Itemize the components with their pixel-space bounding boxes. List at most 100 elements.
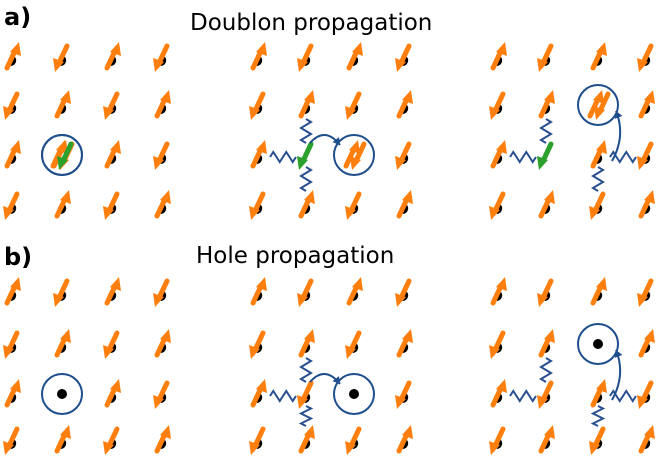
lattice-b-3	[489, 277, 655, 455]
spin-down	[153, 278, 170, 307]
hole-dot	[57, 389, 67, 399]
spin-down	[3, 330, 20, 359]
spin-up	[590, 277, 607, 306]
string-bond	[269, 389, 297, 403]
string-bond	[299, 357, 313, 383]
spin-down	[489, 91, 506, 120]
panel-a-title: Doublon propagation	[190, 10, 432, 36]
string-bond	[299, 118, 313, 144]
spin-down	[637, 141, 654, 170]
spin-down	[537, 380, 554, 409]
spin-up	[154, 425, 171, 454]
lattice-b-1	[3, 277, 171, 455]
spin-down	[345, 191, 362, 220]
spin-up	[490, 42, 507, 71]
string-bond	[509, 150, 537, 164]
string-bond	[590, 405, 606, 427]
hole-circle	[41, 373, 83, 415]
spin-down	[103, 330, 120, 359]
panel-b-letter: b)	[4, 243, 32, 271]
spin-up	[250, 277, 267, 306]
doublon-spin-down	[350, 141, 367, 170]
spin-down	[297, 380, 314, 409]
doublon-spin-up	[343, 140, 360, 169]
spin-down	[53, 278, 70, 307]
spin-up	[298, 329, 315, 358]
spin-up	[346, 277, 363, 306]
spin-down	[153, 380, 170, 409]
spin-up	[590, 140, 607, 169]
spin-up	[538, 425, 555, 454]
spin-up	[298, 190, 315, 219]
spin-up	[104, 379, 121, 408]
spin-up	[104, 277, 121, 306]
displaced-spin	[297, 141, 314, 170]
spin-up	[396, 329, 413, 358]
spin-down	[537, 43, 554, 72]
spin-down	[3, 426, 20, 455]
string-bond	[299, 166, 313, 192]
hop-arrow-head	[614, 111, 623, 119]
spin-down	[637, 380, 654, 409]
spin-down	[489, 191, 506, 220]
spin-up	[298, 90, 315, 119]
hole-circle	[577, 323, 619, 365]
spin-down	[537, 278, 554, 307]
doublon-circle	[333, 134, 375, 176]
spin-down	[395, 43, 412, 72]
spin-up	[104, 42, 121, 71]
spin-up	[154, 190, 171, 219]
spin-up	[538, 329, 555, 358]
spin-up	[4, 277, 21, 306]
string-bond	[591, 166, 605, 192]
lattice-a-1	[3, 42, 171, 220]
lattice-b-2	[249, 277, 413, 455]
spin-up	[396, 90, 413, 119]
spin-down	[395, 141, 412, 170]
spin-down	[153, 43, 170, 72]
doublon-spin-up	[587, 90, 604, 119]
spin-down	[589, 191, 606, 220]
spin-up	[4, 140, 21, 169]
spin-up	[490, 277, 507, 306]
doublon-circle	[577, 84, 619, 126]
spin-down	[249, 330, 266, 359]
spin-down	[3, 191, 20, 220]
spin-down	[489, 426, 506, 455]
spin-up	[54, 190, 71, 219]
spin-down	[103, 191, 120, 220]
hop-arrow-head	[332, 376, 340, 384]
spin-up	[396, 425, 413, 454]
spin-up	[154, 329, 171, 358]
lattice-a-3	[489, 42, 655, 220]
spin-down	[297, 43, 314, 72]
spin-up	[298, 425, 315, 454]
spin-down	[153, 141, 170, 170]
spin-up	[54, 425, 71, 454]
spin-up	[346, 42, 363, 71]
spin-up	[538, 90, 555, 119]
string-bond	[539, 357, 553, 383]
spin-down	[489, 330, 506, 359]
string-bond	[269, 150, 297, 164]
spin-down	[637, 278, 654, 307]
hole-dot	[593, 339, 603, 349]
string-bond	[609, 389, 637, 403]
spin-down	[249, 191, 266, 220]
doublon-spin-up	[50, 140, 67, 169]
spin-up	[250, 140, 267, 169]
string-bond	[539, 118, 553, 144]
spin-up	[4, 42, 21, 71]
displaced-spin	[537, 141, 554, 170]
spin-down	[589, 426, 606, 455]
spin-down	[637, 43, 654, 72]
spin-up	[638, 90, 655, 119]
spin-down	[345, 330, 362, 359]
spin-down	[3, 91, 20, 120]
spin-down	[395, 278, 412, 307]
spin-up	[396, 190, 413, 219]
spin-up	[4, 379, 21, 408]
doublon-circle	[41, 134, 83, 176]
spin-down	[297, 278, 314, 307]
